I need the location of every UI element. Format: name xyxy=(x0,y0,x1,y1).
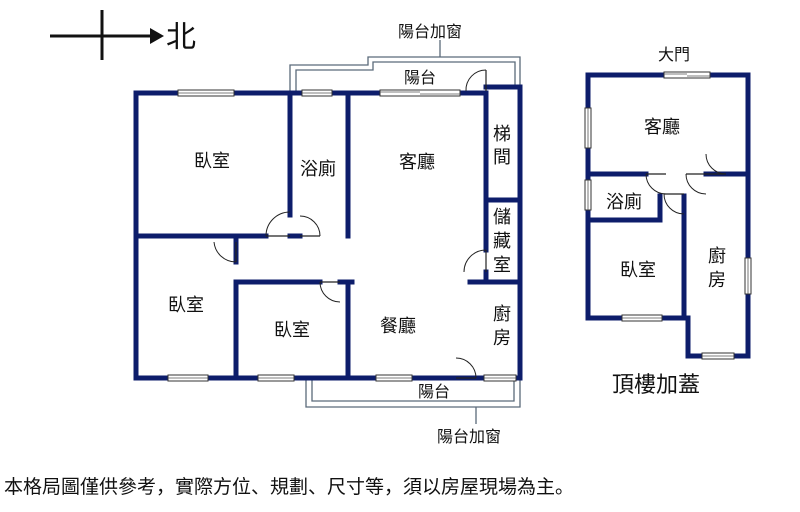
rooftop-bedroom-window xyxy=(621,314,663,322)
rooftop-door-living-kitchen xyxy=(705,153,727,175)
bottom-balcony-outline xyxy=(305,378,521,408)
door-balcony-top xyxy=(465,69,487,92)
stairwell-char-1: 梯 xyxy=(493,124,511,145)
rooftop-kitchen-window-bottom xyxy=(701,352,735,360)
window-bathroom xyxy=(301,89,333,97)
rooftop-door-bathroom xyxy=(645,173,667,195)
rooftop-kitchen-window-side xyxy=(744,257,752,295)
kitchen-char-2: 房 xyxy=(493,328,511,349)
main-unit-doors xyxy=(213,69,487,379)
bottom-balcony-label: 陽台 xyxy=(418,382,450,401)
disclaimer-text: 本格局圖僅供參考，實際方位、規劃、尺寸等，須以房屋現場為主。 xyxy=(4,476,574,498)
rooftop-unit-windows xyxy=(584,71,752,360)
top-balcony-outline xyxy=(289,56,521,93)
rooftop-title: 頂樓加蓋 xyxy=(612,373,700,398)
door-storage xyxy=(463,249,487,273)
rooftop-bathroom-window xyxy=(584,179,592,211)
storage-char-2: 藏 xyxy=(493,231,511,252)
room-label-living-room: 客廳 xyxy=(399,152,435,173)
rooftop-living-window xyxy=(584,107,592,149)
room-label-bathroom: 浴廁 xyxy=(300,158,336,180)
rooftop-door-bedroom xyxy=(663,193,685,215)
window-bedroom-bottom-left xyxy=(167,374,209,382)
kitchen-char-1: 廚 xyxy=(493,303,511,325)
main-unit-windows xyxy=(167,89,517,382)
room-label-kitchen: 廚 房 xyxy=(493,303,511,349)
storage-char-3: 室 xyxy=(493,255,511,276)
compass-arrow-head xyxy=(150,28,164,44)
rooftop-room-label-kitchen: 廚 房 xyxy=(708,245,726,291)
room-label-bedroom-top-left: 臥室 xyxy=(194,151,230,172)
window-bedroom-top-left xyxy=(177,89,235,97)
door-bathroom xyxy=(299,215,321,237)
window-kitchen xyxy=(483,374,517,382)
bottom-balcony-window-label: 陽台加窗 xyxy=(437,427,501,446)
storage-char-1: 儲 xyxy=(493,207,511,228)
rooftop-door-kitchen xyxy=(685,173,707,195)
top-balcony-window-label: 陽台加窗 xyxy=(398,22,462,41)
window-dining xyxy=(375,374,413,382)
compass-north-label: 北 xyxy=(166,20,196,55)
rooftop-entrance-window xyxy=(663,71,711,79)
top-balcony-label: 陽台 xyxy=(404,68,436,87)
window-living-room xyxy=(379,89,461,97)
rooftop-unit-doors xyxy=(645,153,727,215)
rooftop-room-label-bedroom: 臥室 xyxy=(620,260,656,281)
door-bedroom-top-left xyxy=(265,211,291,237)
rooftop-room-label-bathroom: 浴廁 xyxy=(606,191,642,213)
north-compass: 北 xyxy=(50,10,196,60)
rooftop-entrance-label: 大門 xyxy=(658,45,690,64)
room-label-bedroom-bottom-left: 臥室 xyxy=(168,295,204,316)
stairwell-char-2: 間 xyxy=(493,147,511,168)
door-balcony-bottom xyxy=(455,357,477,379)
rooftop-kitchen-char-2: 房 xyxy=(708,270,726,291)
rooftop-kitchen-char-1: 廚 xyxy=(708,245,726,267)
window-bedroom-middle xyxy=(257,374,295,382)
door-bedroom-bottom-left xyxy=(213,241,237,263)
main-unit-walls xyxy=(133,84,523,381)
room-label-dining: 餐廳 xyxy=(380,316,416,337)
room-label-storage: 儲 藏 室 xyxy=(493,207,511,276)
door-bedroom-middle xyxy=(319,281,341,303)
room-label-bedroom-middle: 臥室 xyxy=(274,320,310,341)
rooftop-room-label-living: 客廳 xyxy=(644,117,680,138)
room-label-stairwell: 梯 間 xyxy=(493,124,511,168)
